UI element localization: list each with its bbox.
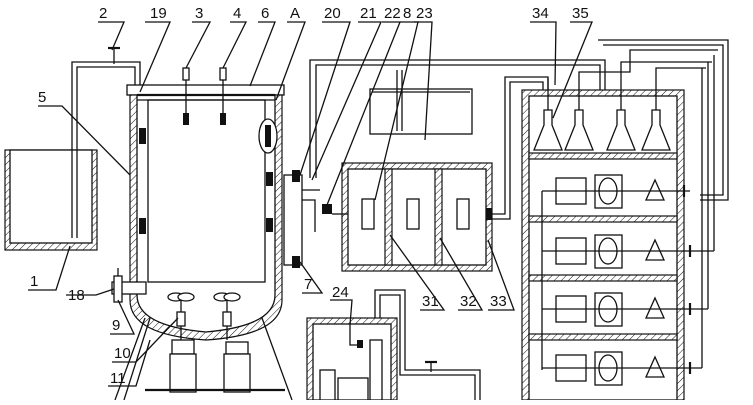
label-3: 3 bbox=[195, 5, 203, 22]
label-6: 6 bbox=[261, 5, 269, 22]
label-A: A bbox=[290, 5, 300, 22]
label-34: 34 bbox=[532, 5, 549, 22]
stirrers bbox=[167, 292, 241, 340]
label-1: 1 bbox=[30, 273, 38, 290]
label-32: 32 bbox=[460, 293, 477, 310]
part-labels: 2 19 3 4 6 A 20 21 22 8 23 34 35 5 1 18 … bbox=[30, 5, 589, 387]
feed-pipe bbox=[108, 46, 141, 92]
label-8: 8 bbox=[403, 5, 411, 22]
pump-row-3 bbox=[542, 292, 708, 327]
right-return-pipes bbox=[701, 55, 715, 368]
label-20: 20 bbox=[324, 5, 341, 22]
lower-unit-24 bbox=[306, 289, 481, 401]
label-2: 2 bbox=[99, 5, 107, 22]
filter-unit bbox=[332, 76, 549, 272]
pump-row-2 bbox=[542, 234, 714, 269]
tank-23 bbox=[369, 70, 473, 135]
leader-lines bbox=[28, 21, 593, 387]
motor-base bbox=[114, 317, 293, 401]
label-21: 21 bbox=[360, 5, 377, 22]
label-19: 19 bbox=[150, 5, 167, 22]
label-22: 22 bbox=[384, 5, 401, 22]
label-23: 23 bbox=[416, 5, 433, 22]
label-5: 5 bbox=[38, 89, 46, 106]
connecting-pipe-7 bbox=[283, 170, 332, 268]
label-33: 33 bbox=[490, 293, 507, 310]
pump-row-4 bbox=[542, 351, 702, 386]
pump-row-1 bbox=[541, 174, 690, 370]
water-tank bbox=[4, 61, 116, 251]
reactor-vessel bbox=[126, 84, 285, 341]
label-18: 18 bbox=[68, 287, 85, 304]
label-9: 9 bbox=[112, 317, 120, 334]
flasks bbox=[533, 49, 718, 151]
label-4: 4 bbox=[233, 5, 241, 22]
outlet-valve bbox=[111, 268, 147, 303]
label-24: 24 bbox=[332, 284, 349, 301]
label-11: 11 bbox=[110, 370, 126, 387]
label-31: 31 bbox=[422, 293, 439, 310]
label-7: 7 bbox=[304, 276, 312, 293]
label-35: 35 bbox=[572, 5, 589, 22]
label-10: 10 bbox=[114, 345, 131, 362]
